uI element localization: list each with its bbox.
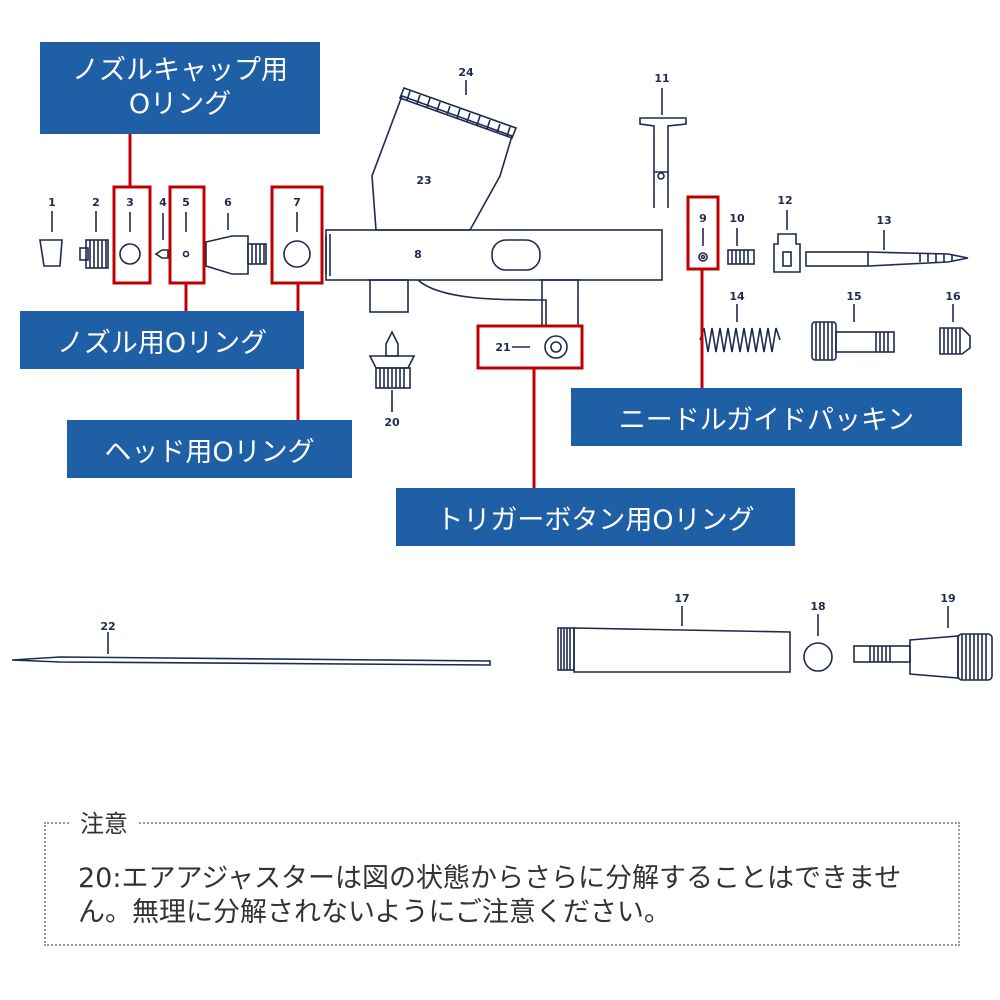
part-17-handle: [557, 606, 791, 673]
part-number-2: 2: [92, 196, 100, 209]
part-number-15: 15: [846, 290, 861, 303]
part-5-oring: [182, 212, 190, 258]
part-8-body: [325, 229, 663, 327]
callout-head-oring-label: ヘッド用Oリング: [104, 436, 315, 468]
part-12-guide: [773, 210, 801, 273]
part-4-nozzle: [154, 213, 169, 259]
part-number-16: 16: [945, 290, 961, 303]
highlight-box-21: [476, 324, 584, 370]
part-6-head: [205, 213, 267, 275]
part-13-spring-guide: [805, 230, 969, 267]
part-number-22: 22: [100, 620, 115, 633]
part-number-5: 5: [182, 196, 190, 209]
part-7-oring: [283, 212, 311, 268]
part-number-19: 19: [940, 592, 955, 605]
callout-nozzle-cap-oring: ノズルキャップ用 Oリング: [40, 42, 320, 134]
callout-needle-guide-packing-label: ニードルガイドパッキン: [618, 404, 915, 436]
notice-title: 注意: [70, 804, 138, 839]
part-3-oring: [119, 212, 141, 265]
part-23-cup: [371, 94, 513, 231]
part-10-needle-guide: [727, 228, 755, 265]
highlight-box-3: [112, 185, 152, 285]
callout-nozzle-cap-oring-line1: ノズルキャップ用: [72, 55, 288, 86]
part-number-3: 3: [126, 196, 134, 209]
part-number-20: 20: [384, 416, 400, 429]
part-number-21: 21: [495, 341, 510, 354]
callout-nozzle-oring: ノズル用Oリング: [20, 311, 304, 369]
part-15-nut: [811, 304, 895, 361]
part-2-cap: [79, 211, 109, 269]
part-number-9: 9: [699, 212, 707, 225]
part-16-chuck: [939, 304, 971, 355]
part-number-24: 24: [458, 66, 474, 79]
part-number-11: 11: [654, 72, 669, 85]
part-1-nozzle-cap: [39, 211, 63, 267]
part-21-oring: [512, 335, 568, 359]
notice-text: 20:エアアジャスターは図の状態からさらに分解することはできません。無理に分解さ…: [78, 863, 902, 928]
callout-trigger-button-oring-label: トリガーボタン用Oリング: [436, 504, 755, 536]
part-number-14: 14: [729, 290, 745, 303]
callout-nozzle-oring-label: ノズル用Oリング: [56, 327, 268, 359]
notice-box: [44, 822, 960, 946]
part-number-1: 1: [48, 196, 56, 209]
part-20-air-adjuster: [368, 330, 416, 412]
part-19-adjuster: [853, 606, 993, 681]
callout-needle-guide-packing: ニードルガイドパッキン: [571, 388, 962, 446]
part-number-10: 10: [729, 212, 745, 225]
part-11-trigger: [639, 88, 687, 208]
part-number-8: 8: [414, 248, 422, 261]
part-number-4: 4: [159, 196, 167, 209]
part-number-17: 17: [674, 592, 689, 605]
part-number-23: 23: [416, 174, 431, 187]
callout-head-oring: ヘッド用Oリング: [67, 420, 352, 478]
callout-trigger-button-oring: トリガーボタン用Oリング: [396, 488, 795, 546]
part-number-18: 18: [810, 600, 825, 613]
part-number-6: 6: [224, 196, 232, 209]
part-number-12: 12: [777, 194, 792, 207]
part-22-needle: [11, 632, 491, 666]
part-number-7: 7: [293, 196, 301, 209]
part-number-13: 13: [876, 214, 891, 227]
part-9-packing: [698, 228, 708, 262]
part-24-lid: [398, 80, 518, 140]
part-18-oring: [803, 614, 833, 672]
part-14-spring: [699, 304, 781, 353]
callout-nozzle-cap-oring-line2: Oリング: [128, 89, 232, 120]
